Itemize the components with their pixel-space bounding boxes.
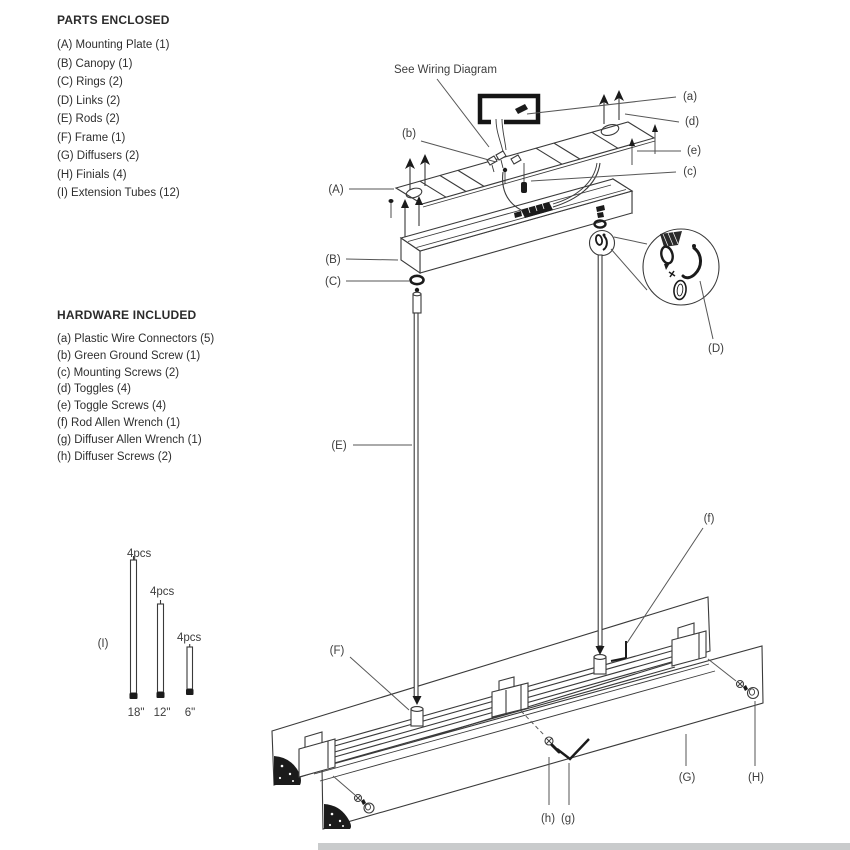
callout-D-label: (D) (708, 343, 724, 355)
hardware-item: (e) Toggle Screws (4) (57, 400, 167, 413)
ring-left (409, 274, 425, 286)
parts-item: (G) Diffusers (2) (57, 150, 140, 162)
hardware-included-list: HARDWARE INCLUDED (a) Plastic Wire Conne… (57, 308, 214, 465)
hardware-item: (d) Toggles (4) (57, 383, 131, 396)
wire-gap (491, 118, 504, 126)
mounting-plate (394, 121, 656, 208)
toggle-icon (614, 90, 624, 120)
ring-right (593, 219, 607, 229)
toggle-screws (388, 124, 658, 238)
wire (502, 171, 522, 211)
extension-tube-6 (186, 644, 194, 695)
frame-end-bracket-left (298, 731, 336, 778)
junction-box (477, 93, 541, 153)
callout-E-label: (E) (331, 440, 347, 452)
hook-icon (681, 246, 702, 280)
tube-size-label: 6" (185, 707, 195, 719)
link-detail-bubble (610, 228, 720, 306)
canopy-stem-detail (660, 231, 682, 247)
parts-item: (H) Finials (4) (57, 168, 127, 181)
diffuser-allen-wrench-icon (556, 738, 590, 761)
parts-item: (F) Frame (1) (57, 131, 126, 144)
wire (552, 162, 601, 208)
wiring-note: See Wiring Diagram (394, 64, 497, 76)
page-edge-shadow (318, 843, 850, 850)
callout-G-label: (G) (679, 772, 696, 784)
hardware-included-title: HARDWARE INCLUDED (57, 308, 197, 322)
parts-item: (I) Extension Tubes (12) (57, 187, 180, 199)
parts-enclosed-title: PARTS ENCLOSED (57, 13, 170, 27)
diffuser-front-panel (321, 645, 764, 830)
rod-left (410, 287, 424, 727)
callout-f-label: (f) (704, 513, 715, 525)
parts-item: (A) Mounting Plate (1) (57, 39, 170, 51)
callout-A-label: (A) (328, 184, 344, 196)
toggle-icon (405, 158, 415, 190)
parts-item: (E) Rods (2) (57, 113, 120, 125)
extension-tube-18 (129, 556, 138, 699)
hardware-item: (c) Mounting Screws (2) (57, 366, 180, 379)
callout-g-label: (g) (561, 813, 575, 825)
finial-left (332, 775, 375, 814)
callout-h-label: (h) (541, 813, 555, 825)
extension-tube-12 (156, 600, 165, 698)
callout-B-label: (B) (325, 254, 341, 266)
wire-connector-icon (515, 104, 528, 114)
callout-e-label: (e) (687, 145, 701, 157)
toggle-icon (599, 94, 609, 124)
callout-H-label: (H) (748, 772, 764, 784)
callout-I-label: (I) (98, 638, 109, 650)
parts-item: (B) Canopy (1) (57, 57, 133, 70)
hardware-item: (a) Plastic Wire Connectors (5) (57, 333, 215, 345)
ground-screw-icon (502, 167, 508, 173)
callout-c-label: (c) (683, 166, 697, 178)
callout-b-label: (b) (402, 128, 416, 140)
rod-allen-wrench-icon (610, 641, 627, 662)
frame-end-bracket-right (671, 622, 707, 667)
extension-tubes-figure: (I) 4pcs 4pcs 4pcs 18" 12" 6" (98, 548, 202, 719)
parts-item: (D) Links (2) (57, 94, 121, 107)
callout-d-label: (d) (685, 116, 699, 128)
frame-center-bracket (491, 676, 529, 718)
rod-right (588, 205, 616, 675)
hardware-item: (g) Diffuser Allen Wrench (1) (57, 433, 202, 446)
tube-size-label: 12" (154, 707, 171, 719)
tube-qty-label: 4pcs (127, 548, 152, 560)
callouts: (A) (B) (C) (D) (E) (F) (G) (H) (a) (b) … (325, 91, 764, 825)
tube-qty-label: 4pcs (150, 586, 175, 598)
finial-right (707, 658, 760, 700)
callout-F-label: (F) (330, 645, 345, 657)
hardware-item: (h) Diffuser Screws (2) (57, 450, 172, 463)
callout-C-label: (C) (325, 276, 341, 288)
toggle-screw-e (629, 138, 635, 146)
link-ring-icon (673, 279, 687, 301)
toggle-icon (420, 154, 430, 186)
tube-size-label: 18" (128, 707, 145, 719)
wiring-note-leader (436, 78, 490, 148)
hardware-item: (f) Rod Allen Wrench (1) (57, 416, 181, 429)
callout-a-label: (a) (683, 91, 697, 103)
hardware-item: (b) Green Ground Screw (1) (57, 349, 201, 362)
driver-box (514, 202, 553, 218)
parts-item: (C) Rings (2) (57, 76, 123, 88)
toggle-bolts (405, 90, 624, 190)
diffuser-texture-corner (324, 804, 351, 829)
canopy (399, 162, 634, 275)
parts-enclosed-list: PARTS ENCLOSED (A) Mounting Plate (1) (B… (57, 13, 180, 203)
tube-qty-label: 4pcs (177, 632, 202, 644)
